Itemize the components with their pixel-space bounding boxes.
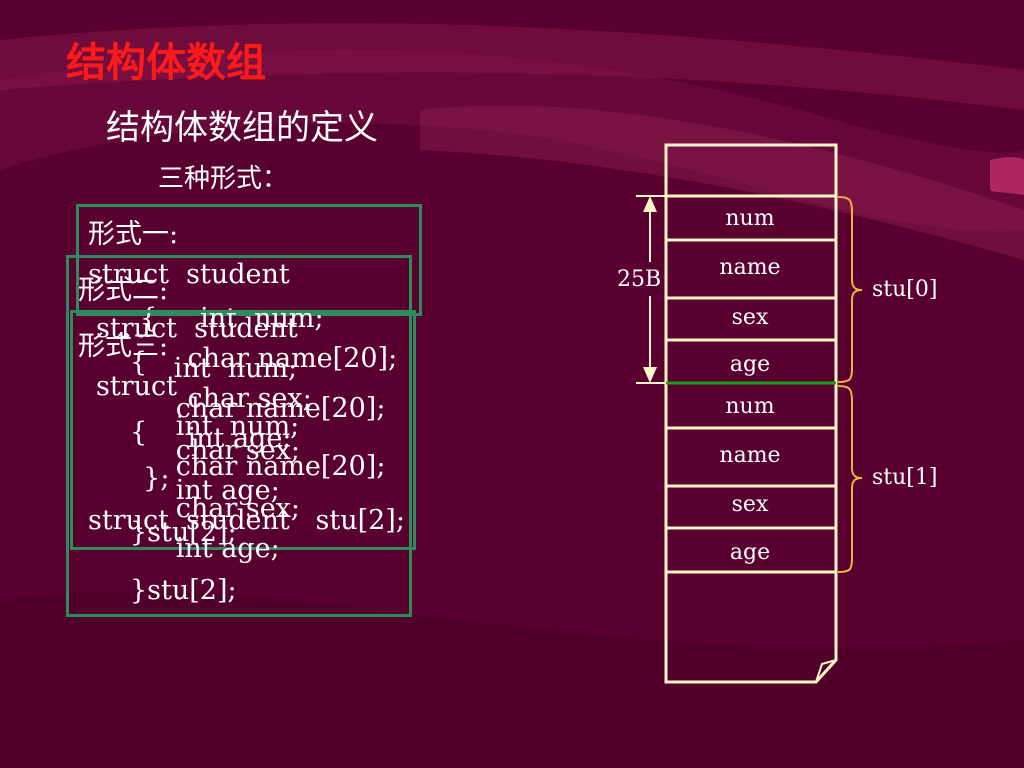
form1-line-7: struct student stu[2]; bbox=[88, 505, 405, 536]
form2-line-2: { bbox=[130, 347, 148, 378]
forms-label: 三种形式： bbox=[158, 164, 289, 194]
stu1-brace bbox=[837, 385, 863, 573]
form2-line-7: }stu[2]; bbox=[130, 517, 237, 548]
memory-cell-labels: num name sex age num name sex age bbox=[666, 0, 836, 768]
form3-line-6: int age; bbox=[150, 533, 280, 564]
form2-label: 形式二: bbox=[78, 275, 169, 306]
cell-age-0: age bbox=[729, 352, 771, 377]
cell-name-0: name bbox=[719, 255, 781, 280]
form2-line-1: struct student bbox=[96, 313, 298, 344]
form3-line-2: { bbox=[130, 417, 148, 448]
form3-line-7: }stu[2]; bbox=[130, 575, 237, 606]
stu1-label: stu[1] bbox=[872, 465, 938, 490]
memory-block-fold bbox=[815, 659, 837, 683]
size-arrow-head-up bbox=[643, 196, 657, 212]
form3-line-4: char name[20]; bbox=[150, 451, 386, 482]
form2-box bbox=[66, 255, 412, 617]
form1-box bbox=[76, 204, 422, 316]
cell-sex-1: sex bbox=[731, 492, 769, 517]
stu0-brace bbox=[837, 196, 863, 383]
form3-line-5: char sex; bbox=[150, 493, 301, 524]
size-label: 25B bbox=[617, 267, 662, 292]
form2-line-3: int num; bbox=[148, 353, 298, 384]
form3-box bbox=[70, 310, 416, 550]
cell-num-1: num bbox=[725, 394, 775, 419]
form1-line-6: }; bbox=[126, 463, 170, 494]
form1-line-4: char sex; bbox=[136, 383, 312, 414]
form2-line-6: int age; bbox=[150, 475, 280, 506]
slide-title: 结构体数组 bbox=[66, 39, 266, 86]
form2-line-4: char name[20]; bbox=[150, 393, 386, 424]
form3-line-1: struct bbox=[96, 371, 177, 402]
form3-label: 形式三: bbox=[78, 331, 169, 362]
form1-label: 形式一: bbox=[88, 219, 179, 250]
cell-age-1: age bbox=[729, 540, 771, 565]
cell-sex-0: sex bbox=[731, 305, 769, 330]
form1-line-5: int age; bbox=[136, 423, 292, 454]
stu0-label: stu[0] bbox=[872, 277, 938, 302]
form1-line-2: { int num; bbox=[140, 303, 324, 334]
cell-num-0: num bbox=[725, 206, 775, 231]
form3-line-3: int num; bbox=[150, 411, 300, 442]
cell-name-1: name bbox=[719, 443, 781, 468]
memory-block-outline bbox=[664, 143, 838, 684]
form1-line-1: struct student bbox=[88, 259, 290, 290]
form1-line-3: char name[20]; bbox=[136, 343, 398, 374]
size-arrow-head-down bbox=[643, 367, 657, 383]
slide-subtitle: 结构体数组的定义 bbox=[106, 108, 378, 148]
form2-line-5: char sex; bbox=[150, 435, 301, 466]
